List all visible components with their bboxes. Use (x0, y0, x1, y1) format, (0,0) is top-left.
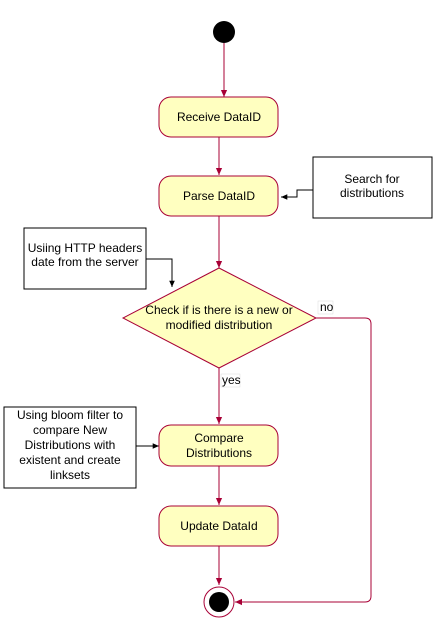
action-parse-dataid-label: Parse DataID (183, 189, 255, 203)
note-bloom-line-4: existent and create (19, 453, 121, 467)
edge-label-no: no (320, 300, 334, 314)
compare-label-line-2: Distributions (186, 446, 252, 460)
note-bloom-line-2: compare New (33, 423, 107, 437)
action-receive-dataid-label: Receive DataID (177, 110, 261, 124)
decision-label-line-1: Check if is there is a new or (145, 303, 292, 317)
end-node-inner (209, 592, 229, 612)
action-compare-distributions (158, 424, 279, 467)
note-search-line-2: distributions (340, 186, 404, 200)
edge-label-yes: yes (222, 373, 241, 387)
note-http-connector (146, 258, 175, 287)
start-node (213, 21, 235, 43)
decision-label-line-2: modified distribution (166, 318, 273, 332)
note-search-connector (281, 189, 313, 200)
compare-label-line-1: Compare (194, 431, 244, 445)
note-search-line-1: Search for (344, 172, 399, 186)
note-bloom-line-1: Using bloom filter to (17, 408, 123, 422)
decision-new-or-modified (121, 267, 318, 369)
note-bloom-line-3: Distributions with (25, 438, 116, 452)
note-http-line-2: date from the server (31, 255, 138, 269)
action-update-dataid (158, 505, 279, 547)
note-http-line-1: Usiing HTTP headers (28, 241, 143, 255)
edge-decision-no-to-end (235, 317, 372, 606)
action-receive-dataid (158, 96, 279, 138)
note-search-for-distributions (312, 156, 433, 219)
note-bloom-filter (3, 406, 137, 489)
note-bloom-line-5: linksets (50, 468, 90, 482)
edge-label-no-box (317, 300, 334, 315)
note-http-headers (23, 227, 147, 290)
action-parse-dataid (158, 175, 279, 217)
action-update-dataid-label: Update DataId (180, 519, 257, 533)
edge-label-yes-box (220, 373, 241, 388)
